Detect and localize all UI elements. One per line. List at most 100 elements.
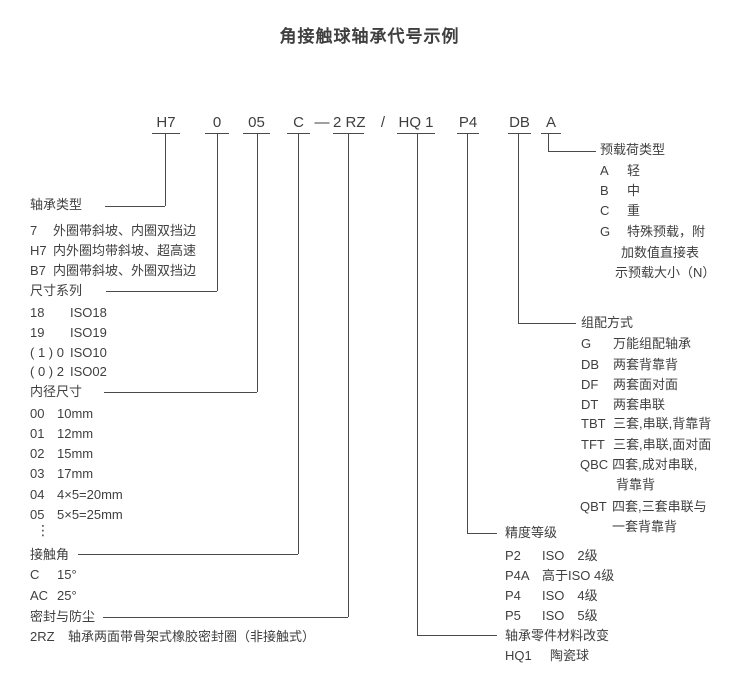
legend-code: ( 1 ) 0 — [30, 345, 64, 360]
legend-row: ( 1 ) 0 ISO10 — [30, 343, 107, 363]
legend-code: DB — [581, 357, 600, 372]
legend-code: 19 — [30, 325, 45, 340]
legend-continuation: 一套背靠背 — [612, 519, 678, 534]
legend-row: P5 ISO 5级 — [505, 606, 598, 626]
code-segment-hq1: HQ 1 — [397, 114, 435, 134]
legend-code: 18 — [30, 305, 45, 320]
legend-row: 01 12mm — [30, 424, 93, 444]
legend-desc: ISO19 — [70, 325, 107, 340]
legend-continuation: 示预载大小（N） — [615, 265, 716, 280]
slash-separator: / — [380, 114, 386, 131]
legend-desc: 外圈带斜坡、内圈双挡边 — [53, 223, 197, 238]
legend-desc: ISO 5级 — [542, 608, 598, 623]
legend-row: C 重 — [600, 201, 640, 221]
legend-row: TFT 三套,串联,面对面 — [581, 435, 711, 455]
code-segment-05: 05 — [243, 114, 270, 134]
legend-desc: 三套,串联,背靠背 — [613, 416, 712, 431]
legend-row: G 万能组配轴承 — [581, 334, 691, 354]
legend-code: B7 — [30, 263, 46, 278]
legend-code: P4 — [505, 588, 521, 603]
legend-row: DB 两套背靠背 — [581, 355, 678, 375]
section-header-material: 轴承零件材料改变 — [505, 628, 610, 643]
code-segment-2rz: 2 RZ — [333, 114, 366, 134]
legend-row: B7 内圈带斜坡、外圈双挡边 — [30, 261, 196, 281]
legend-code: TBT — [581, 416, 606, 431]
bearing-type-branch-line — [105, 206, 165, 207]
legend-row: 00 10mm — [30, 404, 93, 424]
legend-row: DF 两套面对面 — [581, 375, 678, 395]
legend-desc: 四套,三套串联与 — [612, 499, 707, 514]
legend-code: HQ1 — [505, 648, 532, 663]
code-segment-h7: H7 — [152, 114, 180, 134]
legend-code: B — [600, 183, 609, 198]
legend-desc: 轴承两面带骨架式橡胶密封圈（非接触式） — [68, 629, 316, 644]
legend-row: DT 两套串联 — [581, 395, 665, 415]
legend-code: G — [581, 336, 592, 351]
legend-row: 19 ISO19 — [30, 323, 107, 343]
legend-row: H7 内外圈均带斜坡、超高速 — [30, 241, 196, 261]
legend-desc: 四套,成对串联, — [612, 457, 698, 472]
legend-code: 2RZ — [30, 629, 55, 644]
legend-desc: 4×5=20mm — [57, 487, 123, 502]
bore-diameter-branch-line — [104, 392, 257, 393]
code-segment-p4: P4 — [457, 114, 479, 134]
legend-desc: 两套串联 — [613, 397, 666, 412]
legend-desc: 内外圈均带斜坡、超高速 — [53, 243, 197, 258]
legend-desc: 5×5=25mm — [57, 507, 123, 522]
arrangement-branch-line — [518, 323, 576, 324]
legend-row: 02 15mm — [30, 444, 93, 464]
legend-desc: 10mm — [57, 406, 94, 421]
legend-code: DF — [581, 377, 599, 392]
size-series-branch-line — [106, 291, 217, 292]
legend-code: P5 — [505, 608, 521, 623]
a-stem-line — [548, 134, 549, 151]
code-segment-c: C — [287, 114, 310, 134]
legend-row: QBT 四套,三套串联与 — [580, 497, 707, 517]
legend-code: 00 — [30, 406, 45, 421]
legend-code: G — [600, 224, 611, 239]
legend-code: 04 — [30, 487, 45, 502]
legend-row: HQ1 陶瓷球 — [505, 646, 589, 666]
legend-code: 01 — [30, 426, 45, 441]
preload-branch-line — [548, 151, 596, 152]
legend-code: P2 — [505, 548, 521, 563]
legend-code: P4A — [505, 568, 530, 583]
legend-row: B 中 — [600, 181, 640, 201]
2rz-stem-line — [348, 134, 349, 617]
legend-code: 03 — [30, 466, 45, 481]
section-header-arrangement: 组配方式 — [581, 315, 634, 330]
legend-desc: ISO18 — [70, 305, 107, 320]
material-branch-line — [417, 635, 497, 636]
section-header-size-series: 尺寸系列 — [30, 283, 83, 298]
legend-code: C — [30, 567, 40, 582]
legend-desc: 12mm — [57, 426, 94, 441]
legend-desc: 特殊预载，附 — [627, 224, 706, 239]
legend-desc: 15mm — [57, 446, 94, 461]
0-stem-line — [217, 134, 218, 291]
legend-desc: 轻 — [627, 163, 641, 178]
legend-code: H7 — [30, 243, 47, 258]
legend-code: C — [600, 203, 610, 218]
legend-code: 7 — [30, 223, 38, 238]
precision-branch-line — [467, 533, 497, 534]
legend-code: ( 0 ) 2 — [30, 364, 64, 379]
legend-desc: 两套背靠背 — [613, 357, 679, 372]
h7-stem-line — [165, 134, 166, 206]
code-segment-a: A — [541, 114, 561, 134]
legend-desc: 25° — [57, 588, 77, 603]
legend-desc: 陶瓷球 — [550, 648, 590, 663]
legend-desc: ISO 2级 — [542, 548, 598, 563]
code-segment-0: 0 — [205, 114, 229, 134]
legend-code: QBC — [580, 457, 609, 472]
legend-row: 05 5×5=25mm — [30, 505, 123, 525]
section-header-bore-diameter: 内径尺寸 — [30, 384, 83, 399]
legend-code: QBT — [580, 499, 607, 514]
legend-desc: 17mm — [57, 466, 94, 481]
page-title: 角接触球轴承代号示例 — [279, 27, 460, 46]
legend-desc: ISO 4级 — [542, 588, 598, 603]
legend-desc: 15° — [57, 567, 77, 582]
legend-code: DT — [581, 397, 599, 412]
section-header-contact-angle: 接触角 — [30, 547, 70, 562]
legend-row: 04 4×5=20mm — [30, 485, 123, 505]
